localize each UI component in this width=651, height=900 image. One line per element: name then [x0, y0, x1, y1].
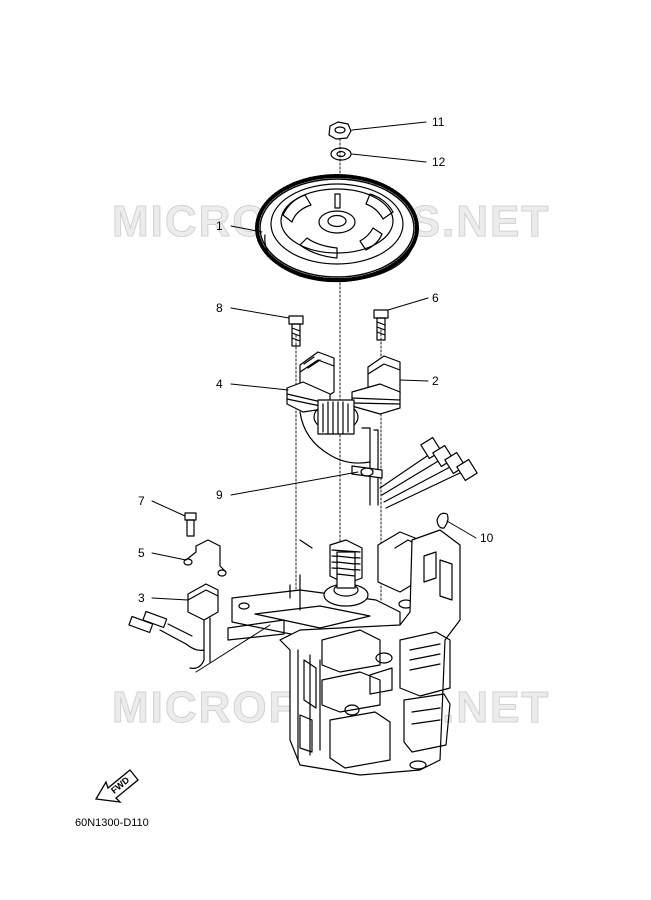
- fwd-arrow-icon: FWD: [94, 769, 139, 803]
- washer-icon: [330, 147, 352, 161]
- callout-6: 6: [432, 291, 439, 305]
- callout-7: 7: [138, 494, 145, 508]
- engine-block-icon: [227, 529, 461, 776]
- pulser-coil-icon: [128, 583, 219, 669]
- callout-9: 9: [216, 488, 223, 502]
- bracket-icon: [183, 539, 227, 577]
- flywheel-icon: [255, 174, 419, 283]
- callout-5: 5: [138, 546, 145, 560]
- diagram-code: 60N1300-D110: [75, 817, 149, 829]
- key-icon: [436, 512, 449, 529]
- callout-12: 12: [432, 155, 446, 169]
- stator-icon: [286, 351, 401, 506]
- callout-2: 2: [432, 374, 439, 388]
- callout-1: 1: [216, 219, 223, 233]
- callout-4: 4: [216, 377, 223, 391]
- bolt-left-icon: [288, 315, 304, 347]
- callout-8: 8: [216, 301, 223, 315]
- bolt-small-icon: [184, 512, 197, 537]
- wire-clamp-icon: [351, 465, 383, 479]
- bolt-right-icon: [373, 309, 389, 341]
- nut-icon: [328, 121, 352, 140]
- connectors-icon: [379, 436, 478, 509]
- callout-10: 10: [480, 531, 494, 545]
- callout-11: 11: [432, 115, 445, 129]
- callout-3: 3: [138, 591, 145, 605]
